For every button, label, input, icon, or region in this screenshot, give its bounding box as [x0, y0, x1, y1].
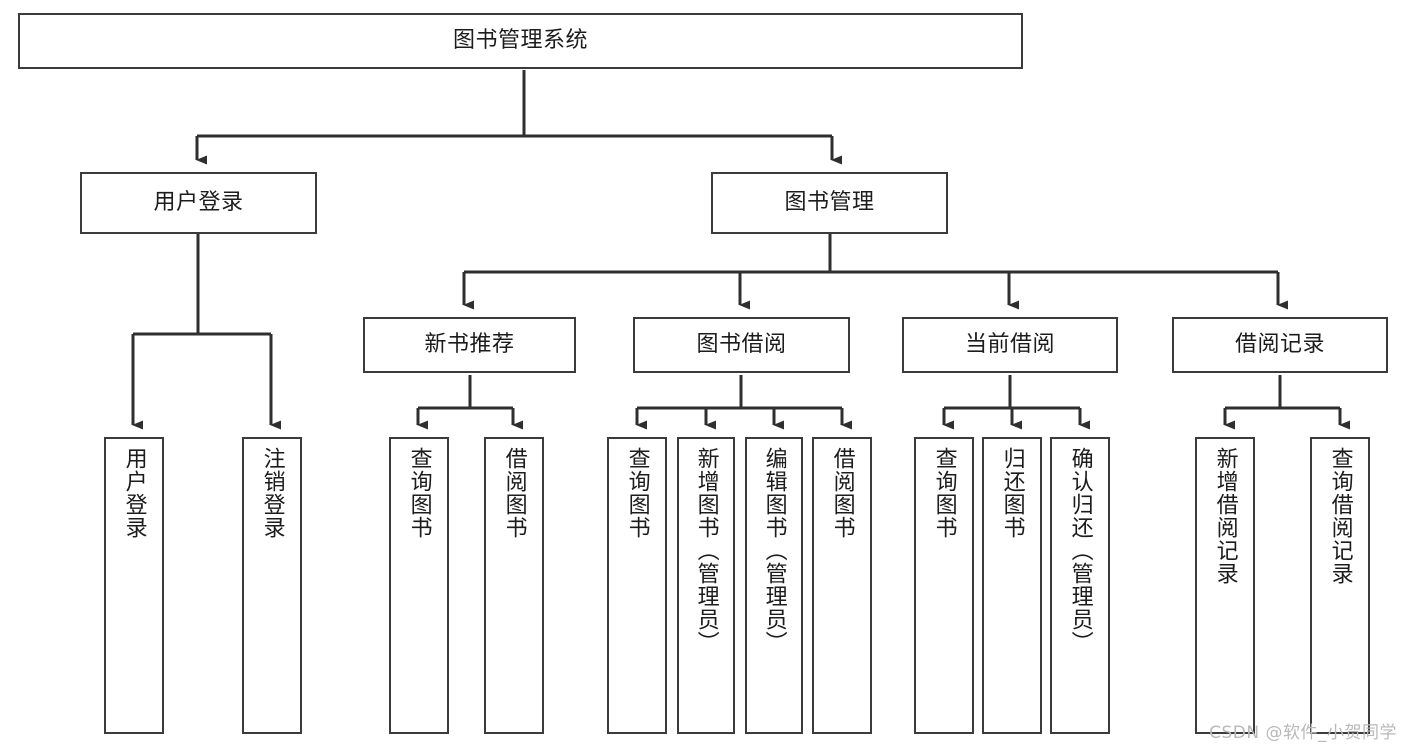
leaf-recommend-borrow-book[interactable]: 借阅图书 — [484, 437, 544, 734]
node-book-borrow[interactable]: 图书借阅 — [633, 317, 850, 373]
leaf-current-query-book[interactable]: 查询图书 — [914, 437, 974, 734]
node-label: 图书管理系统 — [452, 28, 588, 54]
leaf-borrow-borrow-book[interactable]: 借阅图书 — [812, 437, 872, 734]
leaf-borrow-add-book-admin[interactable]: 新增图书（管理员） — [677, 437, 735, 734]
node-label: 图书管理 — [784, 190, 875, 216]
csdn-watermark: CSDN @软件_小贺同学 — [1209, 723, 1397, 743]
node-label: 查询借阅记录 — [1327, 447, 1353, 585]
node-root-system[interactable]: 图书管理系统 — [18, 13, 1023, 69]
leaf-borrow-edit-book-admin[interactable]: 编辑图书（管理员） — [745, 437, 803, 734]
node-user-login[interactable]: 用户登录 — [80, 172, 317, 234]
node-new-book-recommend[interactable]: 新书推荐 — [363, 317, 576, 373]
leaf-user-login-logout[interactable]: 注销登录 — [242, 437, 302, 734]
leaf-recommend-query-book[interactable]: 查询图书 — [389, 437, 449, 734]
node-label: 图书借阅 — [696, 332, 787, 358]
leaf-record-add-record[interactable]: 新增借阅记录 — [1195, 437, 1255, 734]
leaf-current-return-book[interactable]: 归还图书 — [982, 437, 1042, 734]
node-label: 新增图书（管理员） — [693, 447, 719, 654]
node-book-management[interactable]: 图书管理 — [711, 172, 948, 234]
node-borrow-record[interactable]: 借阅记录 — [1172, 317, 1388, 373]
leaf-record-query-record[interactable]: 查询借阅记录 — [1310, 437, 1370, 734]
node-label: 用户登录 — [153, 190, 244, 216]
node-current-borrow[interactable]: 当前借阅 — [902, 317, 1118, 373]
node-label: 查询图书 — [624, 447, 650, 539]
node-label: 借阅图书 — [501, 447, 527, 539]
node-label: 新增借阅记录 — [1212, 447, 1238, 585]
node-label: 用户登录 — [121, 447, 147, 539]
node-label: 编辑图书（管理员） — [761, 447, 787, 654]
node-label: 借阅图书 — [829, 447, 855, 539]
leaf-user-login-login[interactable]: 用户登录 — [104, 437, 164, 734]
leaf-current-confirm-return-admin[interactable]: 确认归还（管理员） — [1050, 437, 1110, 734]
node-label: 注销登录 — [259, 447, 285, 539]
node-label: 借阅记录 — [1234, 332, 1325, 358]
leaf-borrow-query-book[interactable]: 查询图书 — [607, 437, 667, 734]
node-label: 新书推荐 — [424, 332, 515, 358]
node-label: 查询图书 — [406, 447, 432, 539]
node-label: 归还图书 — [999, 447, 1025, 539]
node-label: 查询图书 — [931, 447, 957, 539]
node-label: 确认归还（管理员） — [1067, 447, 1093, 654]
node-label: 当前借阅 — [964, 332, 1055, 358]
